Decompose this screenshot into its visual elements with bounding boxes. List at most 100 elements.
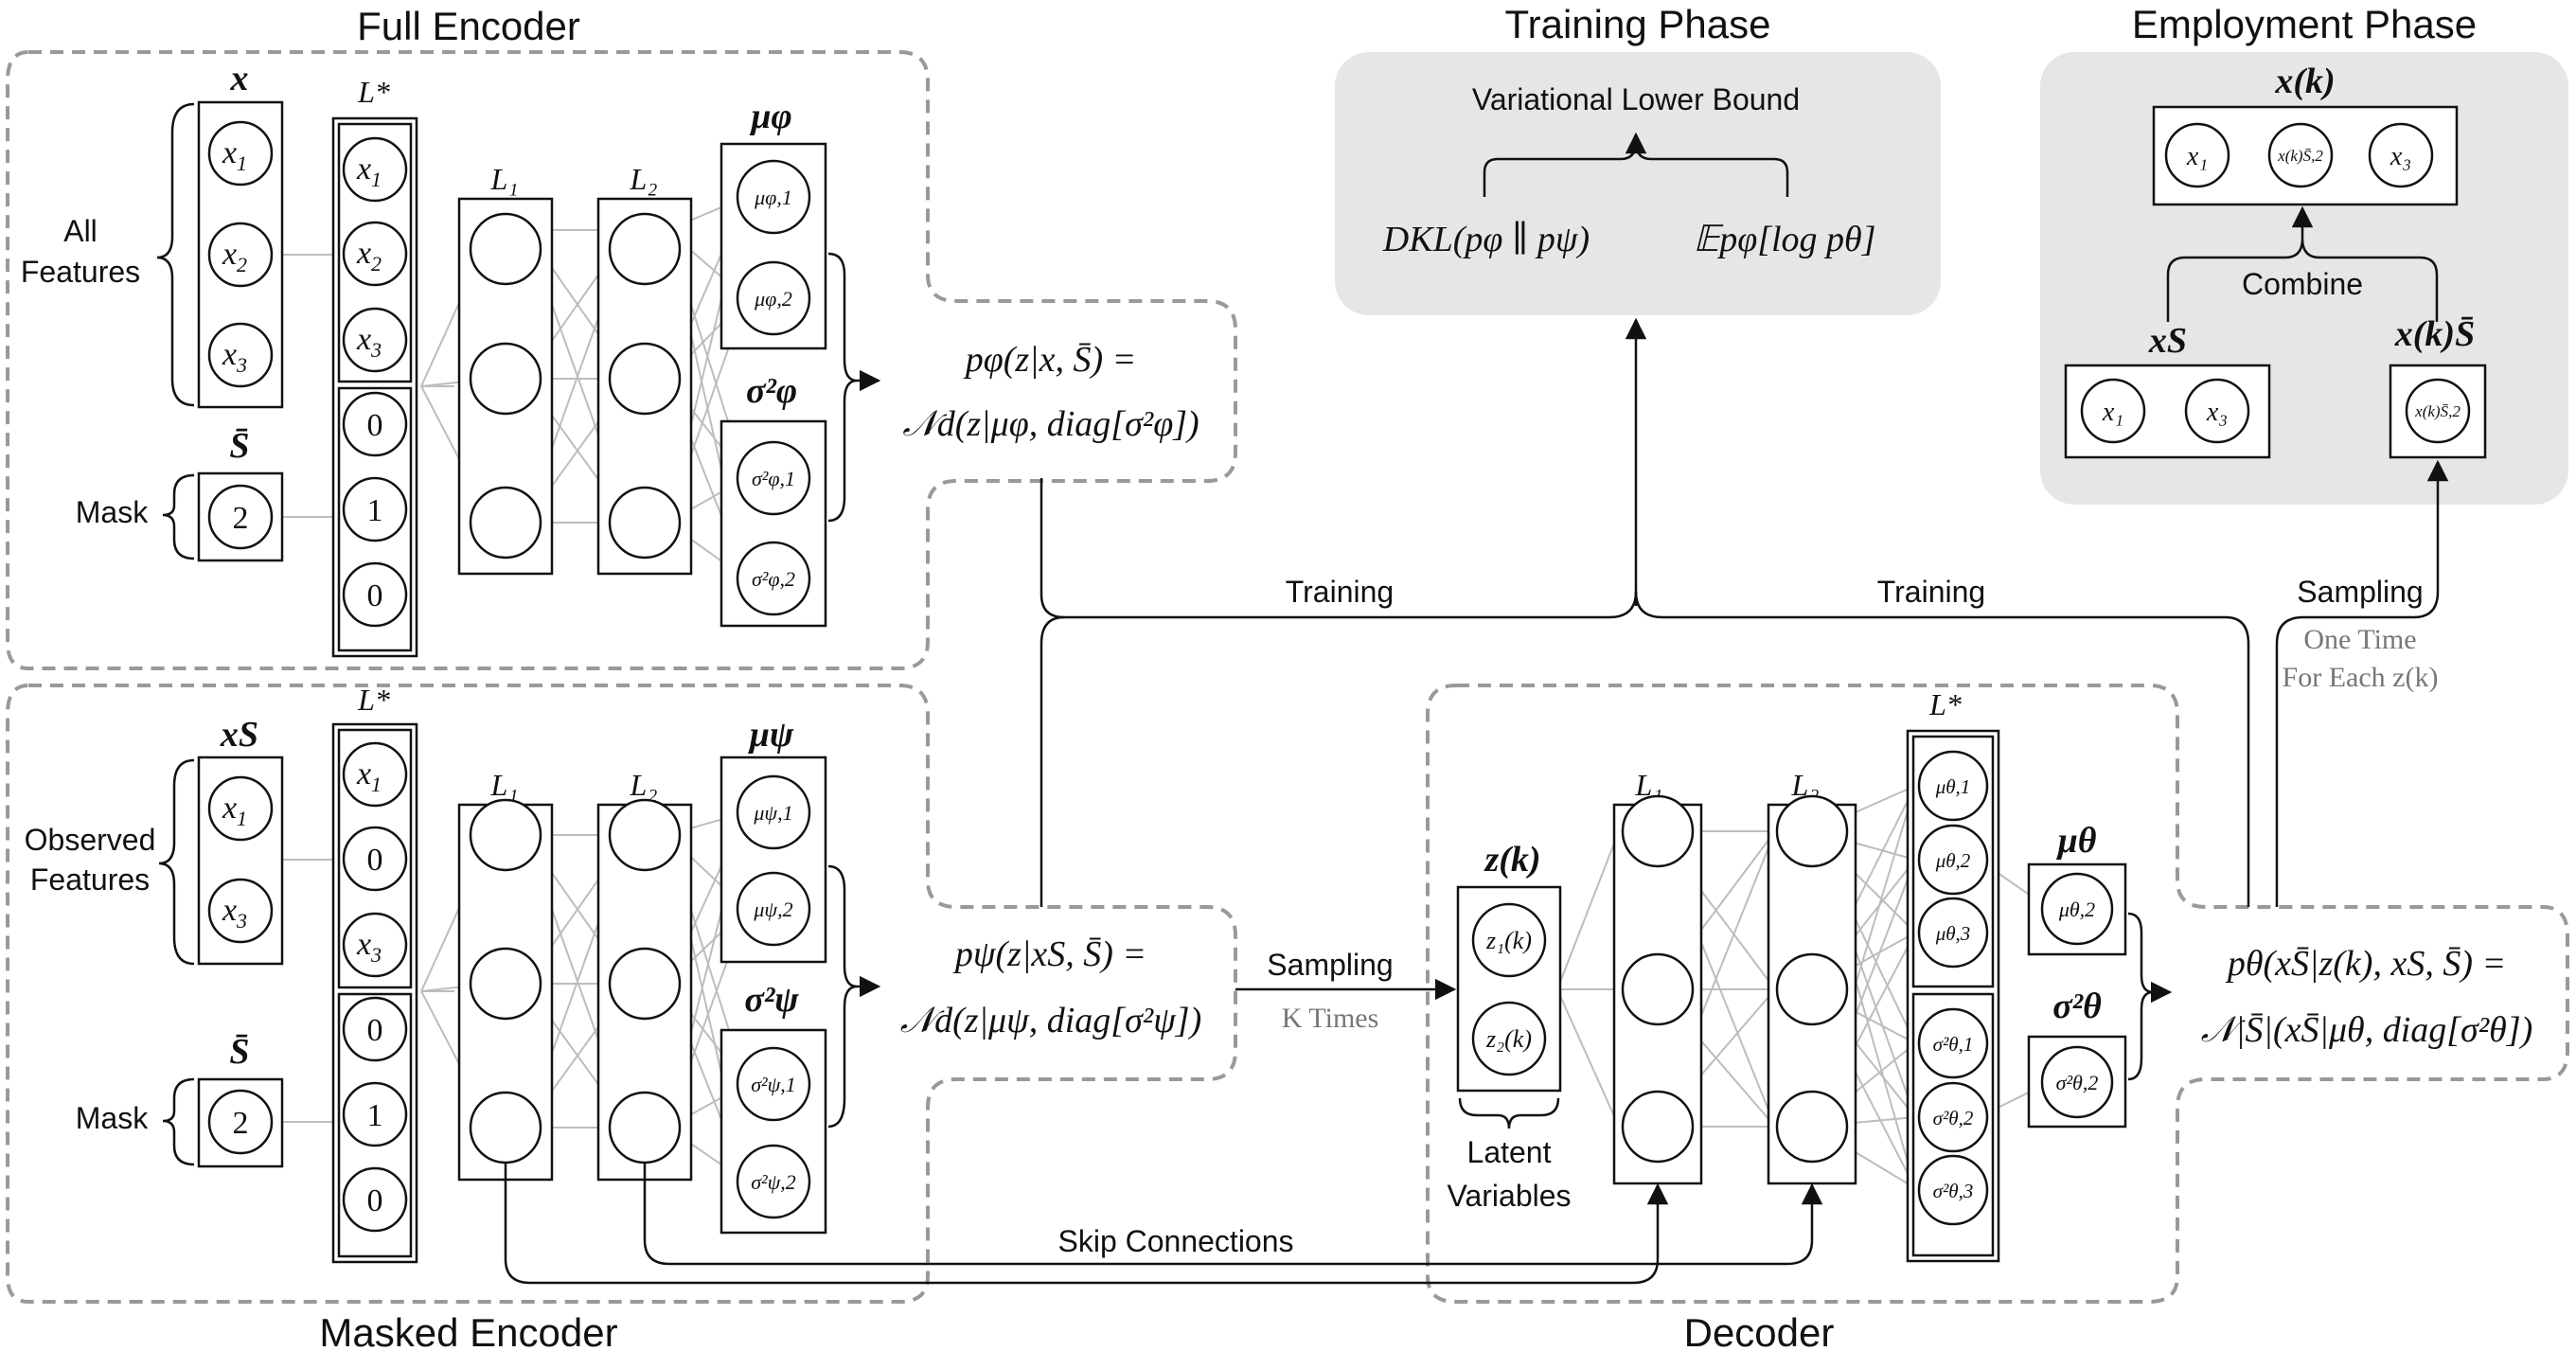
full-input-x2: x	[222, 237, 237, 272]
masked-input-node-1	[207, 775, 274, 842]
employment-x-header: x(k)	[2274, 62, 2335, 101]
masked-lstar-v5: 1	[367, 1098, 383, 1133]
full-lstar-v4: 0	[367, 408, 383, 443]
full-input-x2-sub: 2	[237, 253, 247, 276]
decoder-lstar-v1: μθ,1	[1935, 775, 1971, 798]
full-l1-node-3	[469, 486, 542, 560]
full-formula-line2: 𝒩d(z|μφ, diag[σ²φ])	[902, 404, 1199, 444]
employment-x-node-3	[2368, 122, 2434, 188]
employment-x-val-3: x₃	[2389, 142, 2411, 171]
observed-features-brace	[158, 758, 195, 966]
full-input-x3-sub: 3	[236, 353, 247, 377]
full-lstar-v2: x	[356, 236, 371, 271]
employment-x-val-2: x(k)S̄,2	[2277, 147, 2323, 165]
full-l1-node-2	[469, 342, 542, 416]
full-l2-label: L₂	[630, 162, 658, 196]
employment-xs-node-1	[2080, 378, 2146, 444]
decoder-l2-node-1	[1775, 794, 1849, 868]
masked-lstar-v1: x	[356, 756, 371, 791]
masked-input-header: xS	[220, 715, 258, 755]
masked-encoder-outline	[6, 684, 1237, 1304]
sampling-one-path	[2275, 459, 2449, 907]
k-times-label: K Times	[1282, 1003, 1379, 1034]
sampling-one-label: Sampling	[2297, 575, 2423, 609]
full-input-nodes: x1 x2 x3	[207, 120, 274, 388]
decoder-lstar-v3: μθ,3	[1935, 922, 1971, 945]
decoder-outline	[1426, 684, 2569, 1304]
svg-text:x1: x1	[222, 135, 247, 175]
decoder-sigma-node: σ²θ,2	[2056, 1071, 2099, 1094]
masked-formula-line1: pψ(z|xS, S̄) =	[952, 934, 1146, 974]
masked-mask-brace	[162, 1077, 195, 1166]
decoder-output-brace	[2127, 912, 2154, 1081]
full-formula-line1: pφ(z|x, S̄) =	[963, 340, 1137, 380]
masked-output-brace	[827, 864, 858, 1129]
decoder-mu-node: μθ,2	[2058, 898, 2095, 921]
masked-mu-node-1: μψ,1	[753, 801, 792, 825]
skip-connection-l1	[504, 1163, 1669, 1285]
training-masked-path	[1039, 615, 1065, 907]
employment-xsbar-node	[2405, 378, 2471, 444]
full-mu-node-2: μφ,2	[754, 287, 792, 311]
svg-text:x2: x2	[222, 237, 247, 276]
latent-variables-label: Latent	[1467, 1135, 1552, 1169]
full-sigma-node-1: σ²φ,1	[752, 467, 795, 490]
employment-phase-title: Employment Phase	[2132, 2, 2477, 46]
full-lstar-s3: 3	[370, 338, 382, 362]
masked-l1-label: L₁	[490, 768, 519, 802]
full-input-x1-sub: 1	[237, 151, 247, 175]
full-input-header: x	[230, 59, 249, 98]
employment-x-node-2	[2267, 122, 2334, 188]
full-lstar-v1: x	[356, 151, 371, 187]
decoder-z-node-2: z₂(k)	[1485, 1025, 1532, 1053]
full-mask-brace	[162, 473, 195, 560]
full-lstar-label: L*	[357, 75, 390, 109]
full-l2-node-2	[608, 342, 682, 416]
decoder-lstar-v2: μθ,2	[1935, 849, 1971, 872]
full-mask-node	[207, 484, 274, 550]
masked-formula-line2: 𝒩d(z|μψ, diag[σ²ψ])	[900, 1001, 1202, 1040]
decoder-lstar-label: L*	[1928, 687, 1962, 721]
decoder-l1-node-2	[1621, 952, 1695, 1026]
svg-text:x3: x3	[222, 337, 247, 377]
decoder-l1-node-1	[1621, 794, 1695, 868]
decoder-z-header: z(k)	[1483, 840, 1540, 880]
latent-variables-brace	[1458, 1097, 1560, 1129]
masked-lstar-v4: 0	[367, 1013, 383, 1048]
full-lstar-s2: 2	[371, 252, 382, 276]
svg-text:x1: x1	[222, 791, 247, 830]
full-sigma-header: σ²φ	[746, 371, 797, 411]
full-l2-node-3	[608, 486, 682, 560]
employment-xs-header: xS	[2148, 321, 2187, 361]
masked-input-x1-sub: 1	[237, 807, 247, 830]
full-lstar-nodes: x1 x2 x3 0 1 0	[342, 136, 408, 628]
full-encoder-title: Full Encoder	[357, 4, 580, 48]
full-input-node-2	[207, 222, 274, 288]
full-input-x3: x	[222, 337, 237, 372]
skip-connections-label: Skip Connections	[1057, 1224, 1293, 1258]
full-lstar-v5: 1	[367, 493, 383, 528]
decoder-formula-line2: 𝒩|S̄|(xS̄|μθ, diag[σ²θ])	[2201, 1010, 2533, 1050]
masked-mu-header: μψ	[748, 715, 794, 755]
svg-text:x2: x2	[356, 236, 382, 276]
masked-lstar-v3: x	[356, 927, 371, 962]
masked-input-node-2	[207, 878, 274, 944]
masked-input-x3-sub: 3	[236, 909, 247, 933]
variational-lower-bound-label: Variational Lower Bound	[1472, 82, 1800, 116]
decoder-title: Decoder	[1684, 1310, 1835, 1351]
employment-x-node-1	[2164, 122, 2230, 188]
sampling-k-label: Sampling	[1267, 948, 1393, 982]
masked-sigma-node-1: σ²ψ,1	[751, 1073, 796, 1096]
svg-text:x3: x3	[222, 893, 247, 933]
full-output-brace	[827, 252, 858, 523]
masked-input-x1: x	[222, 791, 237, 826]
decoder-lstar-v4: σ²θ,1	[1933, 1033, 1974, 1056]
full-lstar-v3: x	[356, 322, 371, 357]
employment-xsbar-header: x(k)S̄	[2394, 314, 2475, 354]
full-input-node-1	[207, 120, 274, 187]
full-input-x1: x	[222, 135, 237, 170]
masked-lstar-v6: 0	[367, 1183, 383, 1218]
full-input-node-3	[207, 322, 274, 388]
masked-lstar-nodes: x1 0 x3 0 1 0	[342, 741, 408, 1233]
